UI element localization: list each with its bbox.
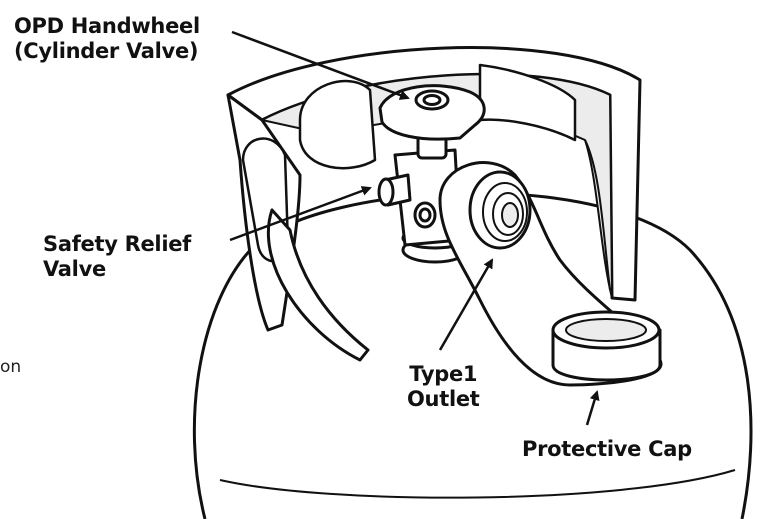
label-relief-line2: Valve [43, 257, 191, 282]
label-protective-cap: Protective Cap [522, 437, 692, 462]
partial-left-text: on [0, 357, 21, 377]
label-outlet-line2: Outlet [407, 387, 480, 412]
label-handwheel-line1: OPD Handwheel [14, 14, 200, 39]
label-relief-valve: Safety Relief Valve [43, 232, 191, 282]
label-handwheel: OPD Handwheel (Cylinder Valve) [14, 14, 200, 64]
label-handwheel-line2: (Cylinder Valve) [14, 39, 200, 64]
label-outlet-line1: Type1 [407, 362, 480, 387]
label-relief-line1: Safety Relief [43, 232, 191, 257]
label-outlet: Type1 Outlet [407, 362, 480, 412]
